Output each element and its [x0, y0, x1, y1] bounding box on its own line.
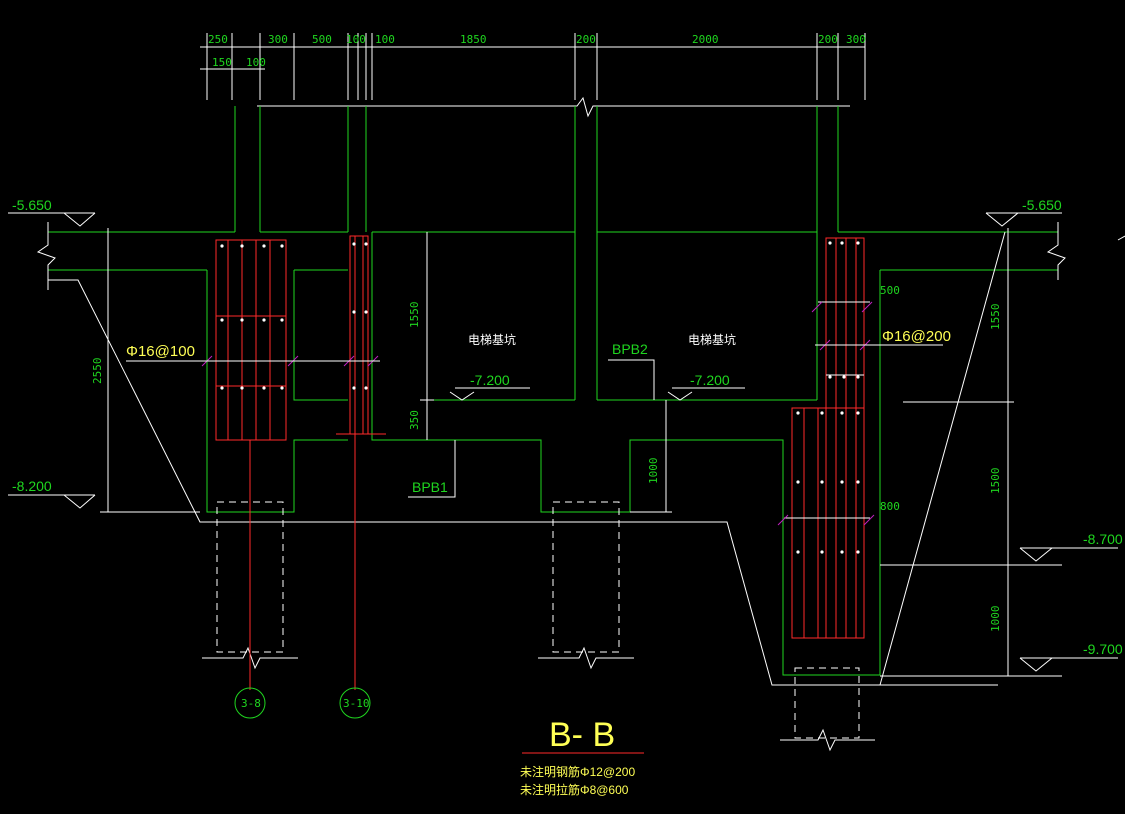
dim-left-2550: 2550	[91, 358, 104, 385]
bpb2-leader	[608, 359, 655, 400]
elev-top-right	[985, 212, 1062, 227]
dim-second-150: 150	[212, 56, 232, 69]
axis-bubble-3-8	[234, 687, 266, 719]
elev-pit-1	[449, 387, 530, 401]
dim-top-200b: 200	[818, 33, 838, 46]
dim-top-1850: 1850	[460, 33, 487, 46]
left-break-mark	[36, 222, 56, 290]
pit-1	[427, 399, 667, 513]
elev-top-left	[8, 212, 96, 227]
bpb1-leader	[408, 440, 456, 498]
note-1: 未注明钢筋Φ12@200	[520, 764, 635, 779]
right-break-mark	[1046, 222, 1066, 280]
pile-3	[780, 667, 875, 752]
elev-pit-2	[667, 387, 745, 401]
dim-top-2000: 2000	[692, 33, 719, 46]
excavation-outline-left	[48, 279, 998, 686]
rebar-label-left: Φ16@100	[126, 343, 195, 360]
dim-top-300b: 300	[846, 33, 866, 46]
dim-right-1500: 1500	[989, 468, 1002, 495]
dim-top-100a: 100	[346, 33, 366, 46]
elev-right-2	[1019, 657, 1118, 672]
dim-right-1000: 1000	[989, 606, 1002, 633]
pile-2	[538, 501, 634, 670]
right-column-rebar	[784, 237, 870, 639]
left-column-rebar	[215, 239, 287, 690]
dim-right-500: 500	[880, 284, 900, 297]
dim-second-100: 100	[246, 56, 266, 69]
stirrup-ticks	[201, 301, 875, 526]
pit-2-label: 电梯基坑	[688, 332, 736, 347]
upper-break-line	[257, 96, 850, 118]
dim-right-1550: 1550	[989, 304, 1002, 331]
elev-right-1-text: -8.700	[1083, 531, 1123, 547]
elev-top-right-text: -5.650	[1022, 197, 1062, 213]
pile-1	[202, 501, 298, 670]
rebar-label-right: Φ16@200	[882, 328, 951, 345]
dim-mid-1550: 1550	[408, 302, 421, 329]
axis-label-3-10: 3-10	[343, 697, 370, 710]
dim-top-100b: 100	[375, 33, 395, 46]
axis-label-3-8: 3-8	[241, 697, 261, 710]
note-2: 未注明拉筋Φ8@600	[520, 782, 629, 797]
left-pile-cap	[206, 232, 428, 513]
upper-walls	[234, 106, 839, 400]
excavation-slope-right	[879, 231, 1006, 686]
elev-top-left-text: -5.650	[12, 197, 52, 213]
dim-mid-350: 350	[408, 410, 421, 430]
dim-top-500: 500	[312, 33, 332, 46]
dim-mid-1000: 1000	[647, 458, 660, 485]
dim-top-250: 250	[208, 33, 228, 46]
dim-top-200a: 200	[576, 33, 596, 46]
floor-slab	[48, 231, 1058, 271]
elev-right-1	[1019, 547, 1118, 562]
elev-right-2-text: -9.700	[1083, 641, 1123, 657]
top-dimension-chain	[200, 33, 866, 100]
elev-pit-1-text: -7.200	[470, 372, 510, 388]
elev-pit-2-text: -7.200	[690, 372, 730, 388]
elev-left-bottom-text: -8.200	[12, 478, 52, 494]
pit-1-label: 电梯基坑	[468, 332, 516, 347]
dim-top-300: 300	[268, 33, 288, 46]
bpb2-label: BPB2	[612, 341, 648, 357]
axis-bubble-3-10	[339, 687, 371, 719]
middle-wall-rebar	[336, 235, 386, 690]
elev-left-bottom	[8, 494, 96, 509]
section-title: B- B	[549, 716, 615, 754]
dim-right-800: 800	[880, 500, 900, 513]
pit-2	[666, 232, 881, 676]
bpb1-label: BPB1	[412, 479, 448, 495]
